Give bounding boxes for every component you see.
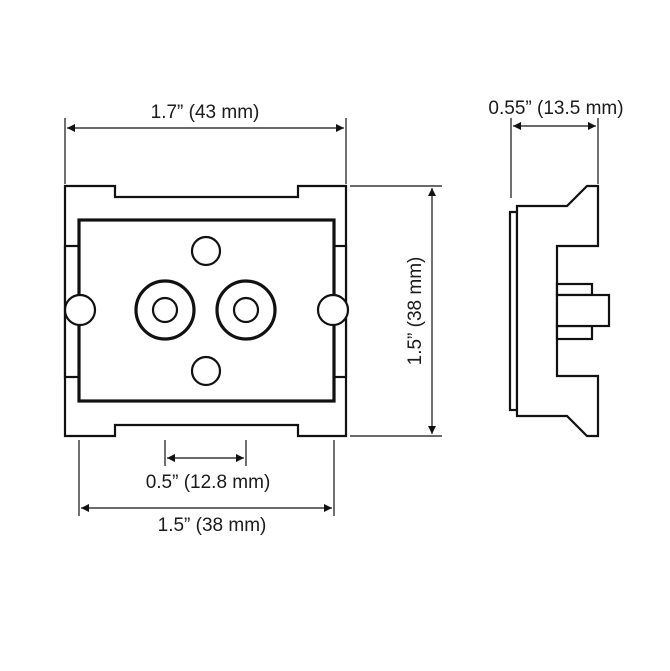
dimension-terminal-spacing: 0.5” (12.8 mm) [146,440,271,493]
side-body [515,184,600,438]
dimension-overall-height: 1.5” (38 mm) [350,185,442,437]
right-mounting-hole [316,293,350,327]
left-terminal-ring [134,279,196,341]
outer-frame [63,184,348,438]
right-terminal-ring [215,279,277,341]
dimension-inner-width: 1.5” (38 mm) [78,440,335,536]
overall-width-label: 1.7” (43 mm) [151,102,260,123]
left-terminal-core [151,296,179,324]
left-mounting-hole [63,293,97,327]
side-pin-main [555,293,611,328]
inner-width-label: 1.5” (38 mm) [158,515,267,536]
bottom-hole [190,355,222,387]
depth-label: 0.55” (13.5 mm) [488,98,623,119]
right-terminal-core [232,296,260,324]
front-view [63,184,350,438]
overall-height-label: 1.5” (38 mm) [405,257,426,366]
terminal-spacing-label: 0.5” (12.8 mm) [146,472,271,493]
top-hole [190,235,222,267]
side-pin-upper [555,282,594,297]
dimension-depth: 0.55” (13.5 mm) [488,98,624,198]
side-view [508,184,611,438]
dimension-overall-width: 1.7” (43 mm) [64,102,347,184]
side-pin-lower [555,324,594,341]
